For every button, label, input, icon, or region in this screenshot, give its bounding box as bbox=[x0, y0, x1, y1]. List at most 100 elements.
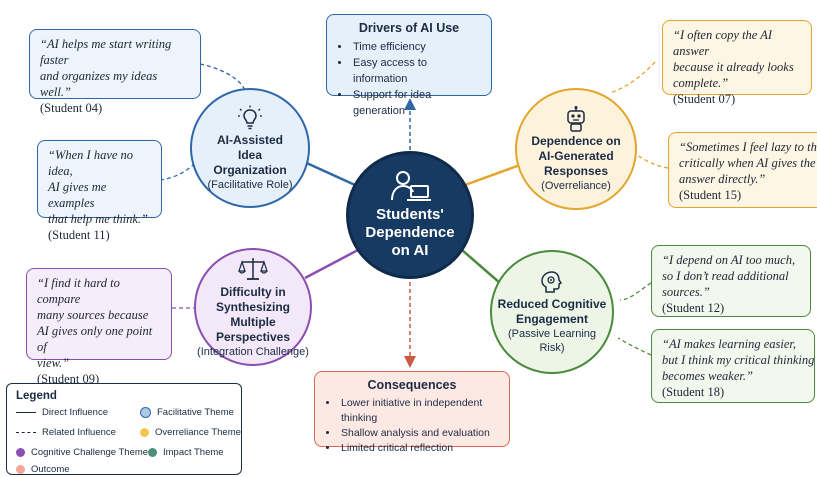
facilitative-title-line3: Organization bbox=[213, 162, 287, 177]
quote-student-12: “I depend on AI too much, so I don’t rea… bbox=[651, 245, 811, 317]
consequences-title: Consequences bbox=[367, 378, 457, 392]
impact-swatch-icon bbox=[148, 448, 157, 457]
quote-line: because it already looks bbox=[673, 60, 794, 74]
quote-line: answer directly.” bbox=[679, 172, 766, 186]
overreliance-title-line1: Dependence on bbox=[531, 133, 621, 148]
quote-student: (Student 18) bbox=[662, 385, 725, 399]
quote-line: “Sometimes I feel lazy to think bbox=[679, 140, 817, 154]
quote-line: critically when AI gives the bbox=[679, 156, 816, 170]
theme-facilitative: AI-Assisted Idea Organization (Facilitat… bbox=[190, 88, 310, 208]
quote-line: view.” bbox=[37, 356, 70, 370]
legend-impact-label: Impact Theme bbox=[163, 447, 224, 458]
facilitative-swatch-icon bbox=[140, 407, 151, 418]
quote-line: that help me think.” bbox=[48, 212, 148, 226]
consequences-item: Shallow analysis and evaluation bbox=[339, 426, 499, 441]
drivers-item: Support for idea generation bbox=[351, 87, 481, 119]
legend-cognitive-label: Cognitive Challenge Theme bbox=[31, 447, 149, 458]
cognitive-title-line2: Multiple Perspectives bbox=[215, 314, 291, 344]
consequences-item: Lower initiative in independent thinking bbox=[339, 396, 499, 426]
quote-line: AI gives only one point of bbox=[37, 324, 153, 354]
legend-related-label: Related Influence bbox=[42, 427, 116, 438]
quote-student: (Student 15) bbox=[679, 188, 742, 202]
impact-subtitle-line1: (Passive Learning bbox=[507, 328, 597, 340]
legend-outcome: Outcome bbox=[16, 464, 70, 475]
legend-direct-label: Direct Influence bbox=[42, 407, 109, 418]
facilitative-title-line2: Idea bbox=[237, 147, 262, 162]
quote-student: (Student 11) bbox=[48, 228, 110, 242]
overreliance-subtitle: (Overreliance) bbox=[541, 179, 611, 192]
quote-line: “AI helps me start writing faster bbox=[40, 37, 172, 67]
quote-line: “AI makes learning easier, bbox=[662, 337, 797, 351]
consequences-item: Limited critical reflection bbox=[339, 441, 499, 456]
quote-line: “I depend on AI too much, bbox=[662, 253, 796, 267]
link-s07 bbox=[609, 61, 656, 94]
drivers-item: Time efficiency bbox=[351, 39, 481, 55]
quote-student: (Student 09) bbox=[37, 372, 100, 386]
quote-line: complete.” bbox=[673, 76, 729, 90]
impact-title-line2: Engagement bbox=[515, 312, 588, 326]
solid-line-icon bbox=[16, 412, 36, 413]
cognitive-subtitle: (Integration Challenge) bbox=[197, 345, 309, 358]
legend: Legend Direct Influence Related Influenc… bbox=[6, 383, 242, 475]
legend-overreliance-label: Overreliance Theme bbox=[155, 427, 241, 438]
legend-direct: Direct Influence bbox=[16, 407, 108, 418]
link-s04 bbox=[199, 63, 246, 93]
legend-facilitative: Facilitative Theme bbox=[140, 407, 234, 418]
drivers-list: Time efficiency Easy access to informati… bbox=[337, 39, 481, 119]
quote-line: and organizes my ideas well.” bbox=[40, 69, 158, 99]
legend-facilitative-label: Facilitative Theme bbox=[157, 407, 234, 418]
link-s15 bbox=[636, 154, 669, 169]
quote-student: (Student 07) bbox=[673, 92, 736, 106]
quote-student: (Student 04) bbox=[40, 101, 103, 115]
quote-student-11: “When I have no idea, AI gives me exampl… bbox=[37, 140, 162, 242]
drivers-item: Easy access to information bbox=[351, 55, 481, 87]
legend-impact: Impact Theme bbox=[148, 447, 224, 458]
legend-title: Legend bbox=[16, 390, 57, 402]
legend-related: Related Influence bbox=[16, 427, 116, 438]
quote-line: sources.” bbox=[662, 285, 710, 299]
link-center-overreliance bbox=[464, 163, 521, 187]
quote-line: “I often copy the AI answer bbox=[673, 28, 773, 58]
link-s18 bbox=[617, 337, 652, 356]
link-s11 bbox=[159, 164, 194, 181]
facilitative-subtitle: (Facilitative Role) bbox=[207, 178, 293, 191]
scales-icon bbox=[238, 257, 268, 280]
consequences-list: Lower initiative in independent thinking… bbox=[325, 396, 499, 456]
quote-line: but I think my critical thinking bbox=[662, 353, 815, 367]
theme-cognitive: Difficulty in Synthesizing Multiple Pers… bbox=[194, 248, 312, 366]
theme-overreliance: Dependence on AI-Generated Responses (Ov… bbox=[515, 88, 637, 210]
quote-line: many sources because bbox=[37, 308, 149, 322]
quote-line: so I don’t read additional bbox=[662, 269, 789, 283]
impact-title-line1: Reduced Cognitive bbox=[497, 297, 607, 311]
quote-student-09: “I find it hard to compare many sources … bbox=[26, 268, 172, 386]
outcome-swatch-icon bbox=[16, 465, 25, 474]
robot-icon bbox=[567, 105, 585, 132]
link-center-cognitive bbox=[304, 248, 359, 280]
legend-cognitive: Cognitive Challenge Theme bbox=[16, 447, 148, 458]
lightbulb-icon bbox=[238, 105, 262, 129]
link-center-facilitative bbox=[299, 158, 356, 187]
drivers-title: Drivers of AI Use bbox=[358, 21, 460, 35]
quote-student-15: “Sometimes I feel lazy to think critical… bbox=[668, 132, 817, 208]
quote-student-18: “AI makes learning easier, but I think m… bbox=[651, 329, 815, 403]
link-center-impact bbox=[461, 249, 501, 284]
overreliance-title-line2: AI-Generated bbox=[538, 148, 614, 163]
center-title-line3: on AI bbox=[391, 242, 429, 259]
cognitive-swatch-icon bbox=[16, 448, 25, 457]
facilitative-title-line1: AI-Assisted bbox=[216, 132, 284, 147]
brain-gear-icon bbox=[541, 271, 563, 293]
center-title-line2: Dependence bbox=[365, 224, 455, 241]
quote-student: (Student 12) bbox=[662, 301, 725, 315]
quote-line: “When I have no idea, bbox=[48, 148, 134, 178]
center-node: Students' Dependence on AI bbox=[346, 151, 474, 279]
quote-line: “I find it hard to compare bbox=[37, 276, 120, 306]
theme-impact: Reduced Cognitive Engagement (Passive Le… bbox=[490, 250, 614, 374]
student-laptop-icon bbox=[391, 171, 431, 201]
impact-subtitle-line2: Risk) bbox=[539, 342, 565, 354]
legend-overreliance: Overreliance Theme bbox=[140, 427, 241, 438]
drivers-box: Drivers of AI Use Time efficiency Easy a… bbox=[326, 14, 492, 117]
dashed-line-icon bbox=[16, 432, 36, 433]
overreliance-title-line3: Responses bbox=[543, 163, 609, 178]
quote-line: AI gives me examples bbox=[48, 180, 107, 210]
